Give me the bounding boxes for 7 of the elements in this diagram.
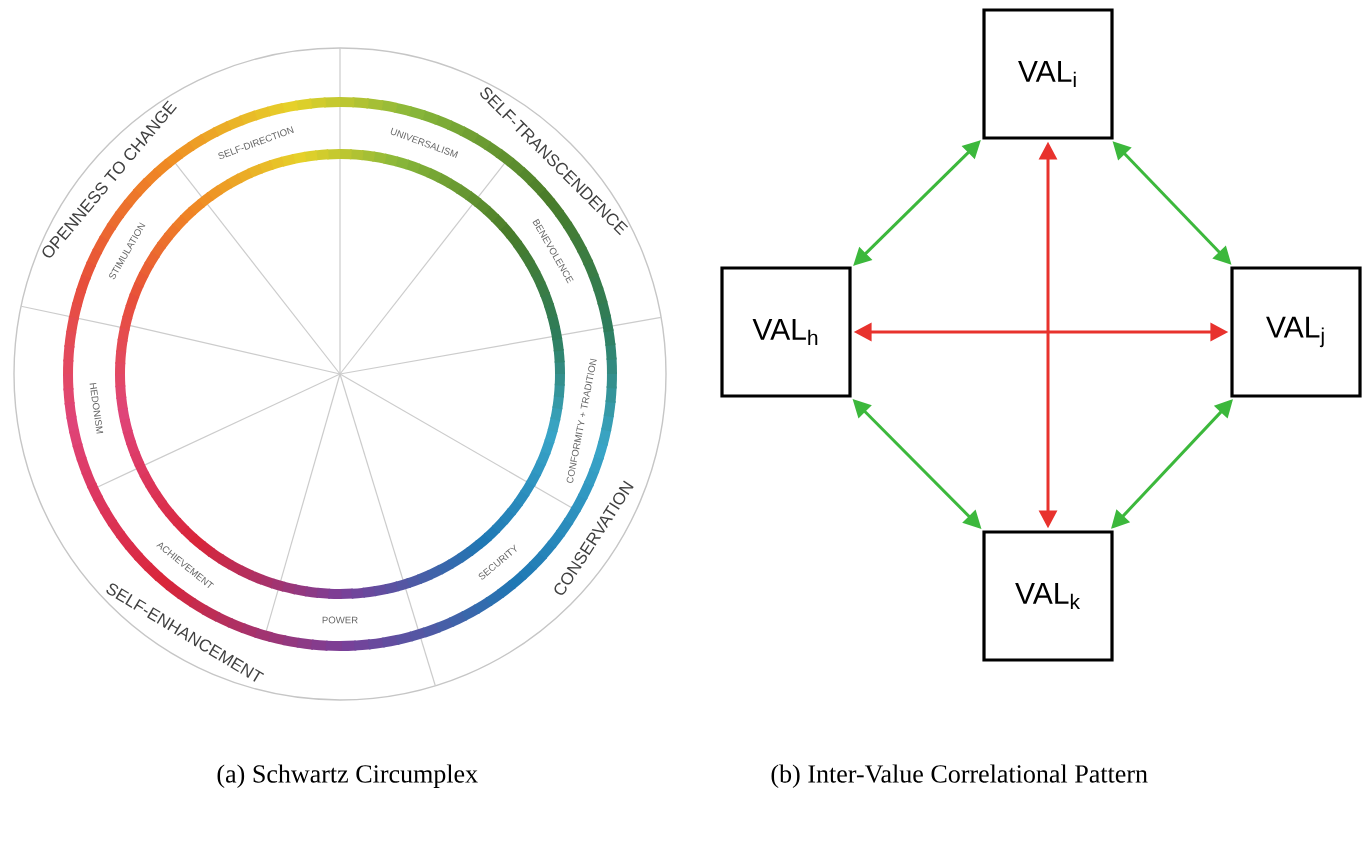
arrow (853, 140, 981, 266)
value-box: VAL$_{i}$ (982, 8, 1114, 140)
value-box: VAL$_{j}$ (1230, 266, 1362, 398)
caption: (b) Inter-Value Correlational Pattern (771, 764, 1148, 788)
caption: (a) Schwartz Circumplex (217, 764, 478, 788)
value-box: VAL$_{k}$ (982, 530, 1114, 662)
value-box: VAL$_{h}$ (720, 266, 852, 398)
